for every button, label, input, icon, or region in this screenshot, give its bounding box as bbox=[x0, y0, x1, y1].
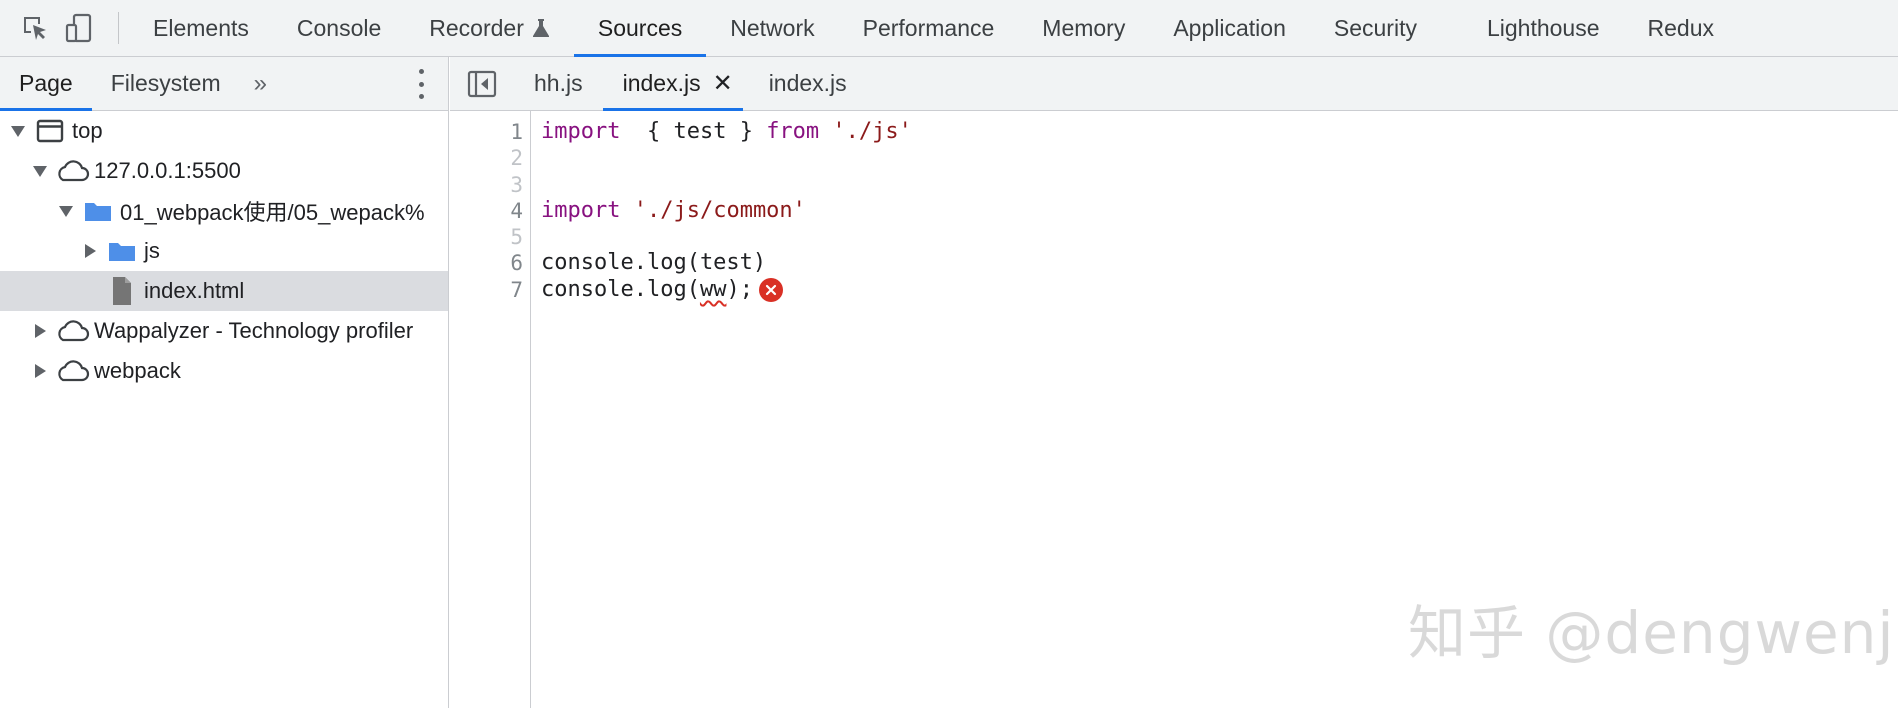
devtools-toolbar: Elements Console Recorder Sources Networ… bbox=[0, 0, 1898, 57]
expand-arrow-icon[interactable] bbox=[32, 323, 48, 339]
code-text: ); bbox=[726, 276, 753, 302]
error-token: ww bbox=[699, 276, 727, 302]
keyword: from bbox=[766, 119, 820, 144]
tree-item-label: index.html bbox=[144, 278, 245, 303]
tab-page[interactable]: Page bbox=[0, 57, 92, 111]
tree-item-wappalyzer[interactable]: Wappalyzer - Technology profiler bbox=[0, 311, 448, 351]
error-icon[interactable] bbox=[758, 277, 783, 302]
code-line-3 bbox=[541, 172, 912, 198]
navigator-tab-strip: Page Filesystem » bbox=[0, 57, 448, 111]
tree-item-label: 127.0.0.1:5500 bbox=[94, 158, 241, 183]
tab-elements[interactable]: Elements bbox=[153, 14, 249, 41]
tree-item-index-html[interactable]: index.html bbox=[0, 271, 448, 311]
tab-application[interactable]: Application bbox=[1173, 14, 1286, 41]
tab-filesystem[interactable]: Filesystem bbox=[110, 70, 221, 96]
expand-arrow-icon[interactable] bbox=[58, 203, 74, 219]
tree-item-label: Wappalyzer - Technology profiler bbox=[94, 318, 414, 343]
tab-console[interactable]: Console bbox=[296, 14, 382, 41]
code-line-6: console.log(test) bbox=[541, 250, 912, 276]
tab-network[interactable]: Network bbox=[730, 14, 815, 41]
editor-tab-strip: hh.js index.js ✕ index.js bbox=[450, 57, 1898, 111]
tree-item-webpack[interactable]: webpack bbox=[0, 351, 448, 391]
tab-lighthouse[interactable]: Lighthouse bbox=[1486, 14, 1600, 41]
tab-sources[interactable]: Sources bbox=[573, 0, 707, 57]
file-icon bbox=[104, 277, 140, 305]
toggle-navigator-icon[interactable] bbox=[450, 57, 514, 110]
tree-item-top[interactable]: top bbox=[0, 111, 448, 151]
tree-item-js-folder[interactable]: js bbox=[0, 231, 448, 271]
line-number: 1 bbox=[510, 120, 523, 144]
code-line-5 bbox=[541, 224, 912, 250]
code-line-7: console.log(ww); bbox=[541, 277, 912, 303]
code-line-4: import './js/common' bbox=[541, 198, 912, 224]
expand-arrow-icon[interactable] bbox=[32, 363, 48, 379]
file-tab-hh-js[interactable]: hh.js bbox=[534, 70, 583, 96]
code-line-1: import { test } from './js' bbox=[541, 119, 912, 145]
string-literal: './js' bbox=[832, 119, 912, 144]
more-tabs-button[interactable]: » bbox=[253, 69, 267, 97]
tree-item-localhost[interactable]: 127.0.0.1:5500 bbox=[0, 151, 448, 191]
tree-item-label: webpack bbox=[94, 358, 181, 383]
keyword: import bbox=[541, 119, 621, 144]
tree-item-label: top bbox=[72, 118, 103, 143]
cloud-icon bbox=[54, 357, 90, 385]
tab-performance[interactable]: Performance bbox=[862, 14, 995, 41]
line-number: 2 bbox=[510, 146, 523, 171]
tree-item-webpack-folder[interactable]: 01_webpack使用/05_wepack% bbox=[0, 191, 448, 231]
line-number: 5 bbox=[510, 225, 523, 250]
watermark: 知乎 @dengwenj bbox=[1408, 599, 1895, 667]
code-editor-pane: hh.js index.js ✕ index.js 1 2 3 4 5 6 7 … bbox=[450, 57, 1898, 708]
file-tab-index-js[interactable]: index.js bbox=[768, 70, 847, 96]
code-lines: import { test } from './js' import './js… bbox=[541, 119, 912, 303]
line-number: 4 bbox=[510, 198, 523, 223]
expand-arrow-icon[interactable] bbox=[82, 243, 98, 259]
expand-arrow-icon[interactable] bbox=[10, 123, 26, 139]
toolbar-separator bbox=[118, 12, 119, 44]
toolbar-icon-group bbox=[0, 0, 118, 56]
tab-redux[interactable]: Redux bbox=[1647, 14, 1714, 41]
tab-security[interactable]: Security bbox=[1333, 14, 1417, 41]
tree-item-label: js bbox=[144, 238, 160, 263]
file-tree: top 127.0.0.1:5500 01_webpack使用/05_wepac… bbox=[0, 111, 448, 391]
string-literal: './js/common' bbox=[633, 197, 806, 223]
folder-icon bbox=[104, 237, 140, 265]
file-tab-index-js-active[interactable]: index.js ✕ bbox=[602, 57, 743, 111]
line-number: 7 bbox=[510, 277, 523, 302]
expand-arrow-icon[interactable] bbox=[32, 163, 48, 179]
tab-recorder[interactable]: Recorder bbox=[405, 0, 574, 56]
code-text: console.log(test) bbox=[541, 250, 767, 276]
cloud-icon bbox=[54, 317, 90, 345]
code-text: console.log( bbox=[541, 276, 700, 302]
flask-icon bbox=[532, 18, 550, 38]
line-number-gutter: 1 2 3 4 5 6 7 bbox=[450, 111, 531, 708]
inspect-element-icon[interactable] bbox=[20, 13, 50, 43]
line-number: 3 bbox=[510, 172, 523, 197]
keyword: import bbox=[541, 197, 621, 223]
kebab-menu-icon[interactable] bbox=[416, 69, 426, 99]
code-area[interactable]: 1 2 3 4 5 6 7 import { test } from './js… bbox=[450, 111, 1898, 708]
device-toggle-icon[interactable] bbox=[64, 13, 94, 43]
tab-memory[interactable]: Memory bbox=[1042, 14, 1126, 41]
code-line-2 bbox=[541, 145, 912, 171]
frame-icon bbox=[32, 117, 68, 145]
main-tab-strip: Elements Console Recorder Sources Networ… bbox=[129, 0, 1738, 57]
folder-icon bbox=[80, 197, 116, 225]
sources-navigator: Page Filesystem » top 127.0.0.1:5500 bbox=[0, 57, 449, 708]
close-tab-icon[interactable]: ✕ bbox=[712, 69, 733, 97]
line-number: 6 bbox=[510, 251, 523, 276]
tree-item-label: 01_webpack使用/05_wepack% bbox=[120, 200, 425, 225]
cloud-icon bbox=[54, 157, 90, 185]
code-text: { test } bbox=[620, 119, 767, 144]
